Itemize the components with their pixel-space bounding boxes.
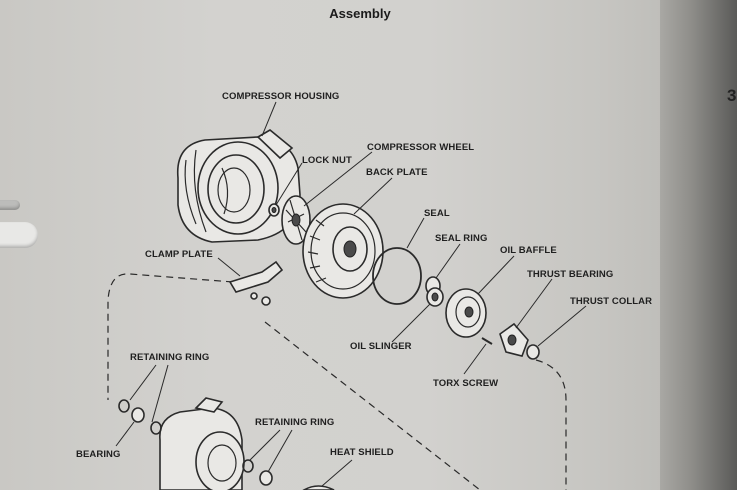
heat-shield-part bbox=[302, 485, 335, 490]
label-retaining-ring: RETAINING RING bbox=[130, 352, 210, 363]
label-compressor-housing: COMPRESSOR HOUSING bbox=[222, 91, 340, 102]
leader-line bbox=[275, 162, 303, 206]
assembly-path-dashed bbox=[107, 273, 234, 400]
leader-line bbox=[515, 278, 553, 329]
label-seal: SEAL bbox=[424, 208, 450, 219]
compressor-housing-part bbox=[176, 129, 301, 243]
center-housing-part bbox=[159, 397, 245, 490]
clamp-plate-part bbox=[228, 260, 284, 306]
page-number: 3 bbox=[727, 86, 737, 105]
leader-line bbox=[217, 257, 241, 277]
leader-line bbox=[261, 101, 277, 137]
label-bearing: BEARING bbox=[76, 449, 121, 460]
label-torx-screw: TORX SCREW bbox=[433, 378, 499, 389]
label-compressor-wheel: COMPRESSOR WHEEL bbox=[367, 142, 475, 153]
label-oil-baffle: OIL BAFFLE bbox=[500, 245, 557, 256]
label-oil-slinger: OIL SLINGER bbox=[350, 341, 412, 352]
binder-ring-icon bbox=[0, 200, 20, 210]
leader-line bbox=[537, 305, 587, 347]
page-title: Assembly bbox=[329, 6, 391, 21]
oil-baffle-part bbox=[445, 288, 487, 338]
leader-line bbox=[435, 243, 461, 279]
thrust-bearing-part bbox=[499, 322, 529, 357]
label-lock-nut: LOCK NUT bbox=[302, 155, 352, 166]
binder-ring-icon bbox=[0, 222, 38, 248]
label-thrust-collar: THRUST COLLAR bbox=[570, 296, 653, 307]
leader-line bbox=[353, 177, 393, 215]
bearing-part bbox=[131, 407, 145, 423]
leader-line bbox=[406, 217, 425, 249]
assembly-path-dashed bbox=[264, 321, 481, 490]
next-page-edge bbox=[660, 0, 737, 490]
label-thrust-bearing: THRUST BEARING bbox=[527, 269, 614, 280]
leader-line bbox=[463, 343, 487, 375]
label-heat-shield: HEAT SHIELD bbox=[330, 447, 394, 458]
leader-line bbox=[267, 429, 293, 473]
label-clamp-plate: CLAMP PLATE bbox=[145, 249, 213, 260]
leader-line bbox=[151, 364, 169, 423]
leader-line bbox=[321, 459, 353, 487]
lock-nut-part bbox=[268, 203, 280, 217]
bearing-part bbox=[259, 470, 273, 486]
label-retaining-ring: RETAINING RING bbox=[255, 417, 335, 428]
leader-line bbox=[129, 364, 157, 401]
torx-screw-part bbox=[481, 337, 493, 345]
back-plate-part bbox=[302, 203, 384, 299]
oil-slinger-part bbox=[426, 287, 444, 307]
leader-line bbox=[477, 255, 515, 295]
label-back-plate: BACK PLATE bbox=[366, 167, 428, 178]
leader-line bbox=[249, 429, 281, 461]
leader-line bbox=[303, 151, 373, 207]
retaining-ring-part bbox=[150, 421, 162, 435]
leader-line bbox=[391, 303, 431, 343]
leader-line bbox=[115, 421, 135, 447]
retaining-ring-part bbox=[242, 459, 254, 473]
compressor-wheel-part bbox=[281, 195, 311, 245]
assembly-path-dashed bbox=[535, 359, 567, 490]
thrust-collar-part bbox=[526, 344, 540, 360]
retaining-ring-part bbox=[118, 399, 130, 413]
label-seal-ring: SEAL RING bbox=[435, 233, 488, 244]
seal-part bbox=[372, 247, 422, 305]
